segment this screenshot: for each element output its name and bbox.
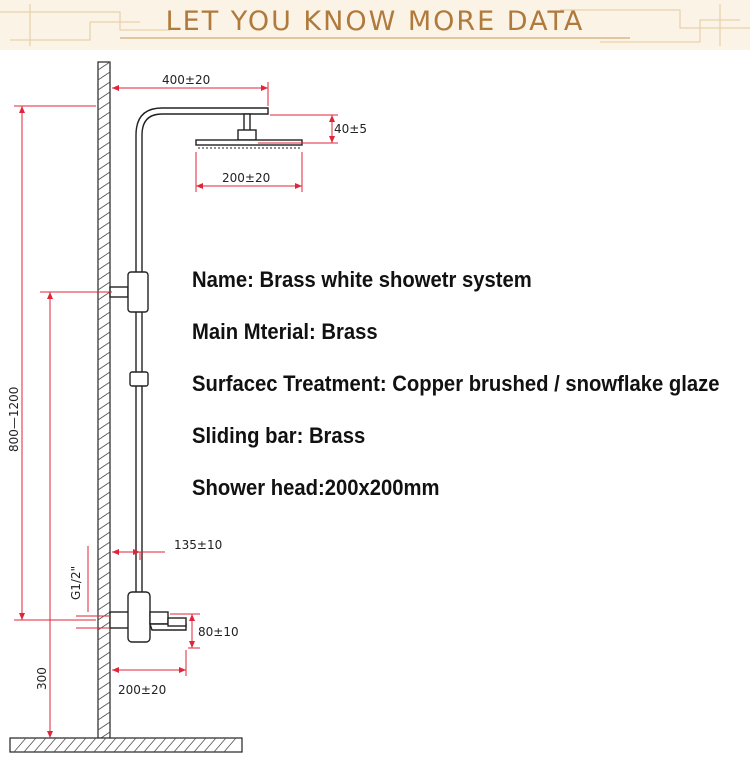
spec-name: Name: Brass white showetr system xyxy=(192,267,532,292)
banner: LET YOU KNOW MORE DATA xyxy=(0,0,750,50)
spec-sliding-bar: Sliding bar: Brass xyxy=(192,423,366,448)
diverter xyxy=(149,611,169,625)
dimension-arrows xyxy=(19,85,335,738)
dim-spout-height: 80±10 xyxy=(198,625,239,639)
dim-total-height: 800—1200 xyxy=(7,387,21,452)
wall-bracket xyxy=(109,286,129,298)
dim-valve-offset: 135±10 xyxy=(174,538,222,552)
banner-circuit-pattern xyxy=(0,0,750,50)
banner-title: LET YOU KNOW MORE DATA xyxy=(165,6,585,37)
dim-thread: G1/2" xyxy=(69,566,83,600)
dim-head-drop: 40±5 xyxy=(334,122,367,136)
spec-list: Name: Brass white showetr system Main Mt… xyxy=(192,262,750,522)
spec-material: Main Mterial: Brass xyxy=(192,319,378,344)
dim-arm-length: 400±20 xyxy=(162,73,210,87)
dim-spout-length: 200±20 xyxy=(118,683,166,697)
spout-tip xyxy=(167,617,187,627)
spec-surface-treatment: Surfacec Treatment: Copper brushed / sno… xyxy=(192,371,720,396)
riser-pipe xyxy=(135,107,269,598)
dimension-lines xyxy=(14,82,338,738)
dim-floor-height: 300 xyxy=(35,667,49,690)
valve-inlet xyxy=(109,611,131,629)
head-ball-joint xyxy=(237,129,257,141)
shower-fixture xyxy=(109,107,303,643)
mixer-body xyxy=(127,591,151,643)
floor-hatch xyxy=(13,737,237,753)
sliding-holder xyxy=(129,371,149,387)
upper-holder xyxy=(127,271,149,313)
wall-hatch xyxy=(97,61,111,741)
spec-shower-head: Shower head:200x200mm xyxy=(192,475,440,500)
dim-head-width: 200±20 xyxy=(222,171,270,185)
wall xyxy=(97,61,111,743)
